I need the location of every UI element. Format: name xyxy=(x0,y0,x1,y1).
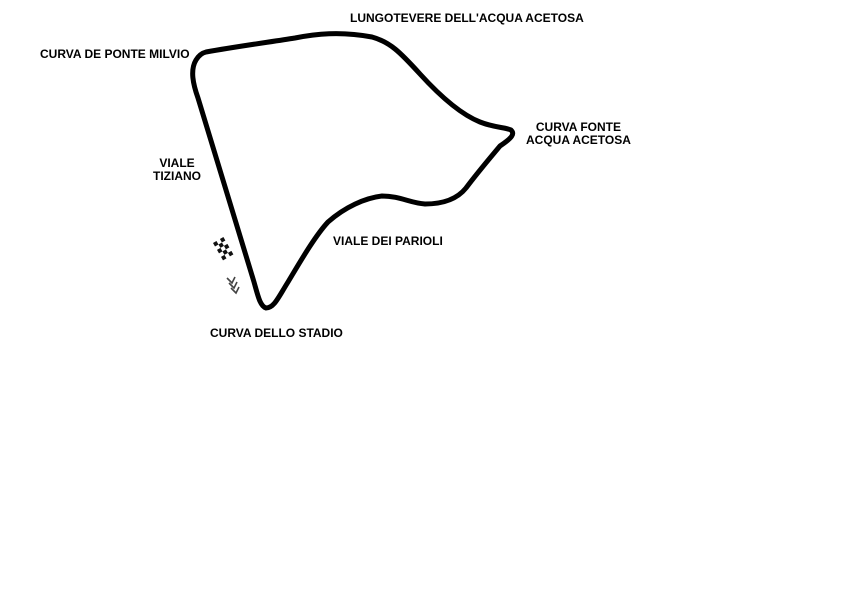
label-viale-tiziano-line2: TIZIANO xyxy=(153,169,201,183)
label-curva-ponte-milvio: CURVA DE PONTE MILVIO xyxy=(40,47,190,61)
label-viale-tiziano-line1: VIALE xyxy=(159,156,195,170)
label-curva-fonte-line1: CURVA FONTE xyxy=(535,120,622,134)
label-curva-fonte: CURVA FONTE ACQUA ACETOSA xyxy=(526,121,631,147)
label-viale-tiziano: VIALE TIZIANO xyxy=(153,157,201,183)
label-curva-fonte-line2: ACQUA ACETOSA xyxy=(526,133,631,147)
checkered-flag-icon xyxy=(213,237,234,261)
label-viale-parioli: VIALE DEI PARIOLI xyxy=(333,234,443,248)
label-curva-stadio: CURVA DELLO STADIO xyxy=(210,326,343,340)
track-outline xyxy=(190,31,516,311)
label-lungotevere: LUNGOTEVERE DELL'ACQUA ACETOSA xyxy=(350,11,584,25)
direction-chevrons-icon xyxy=(226,276,240,295)
